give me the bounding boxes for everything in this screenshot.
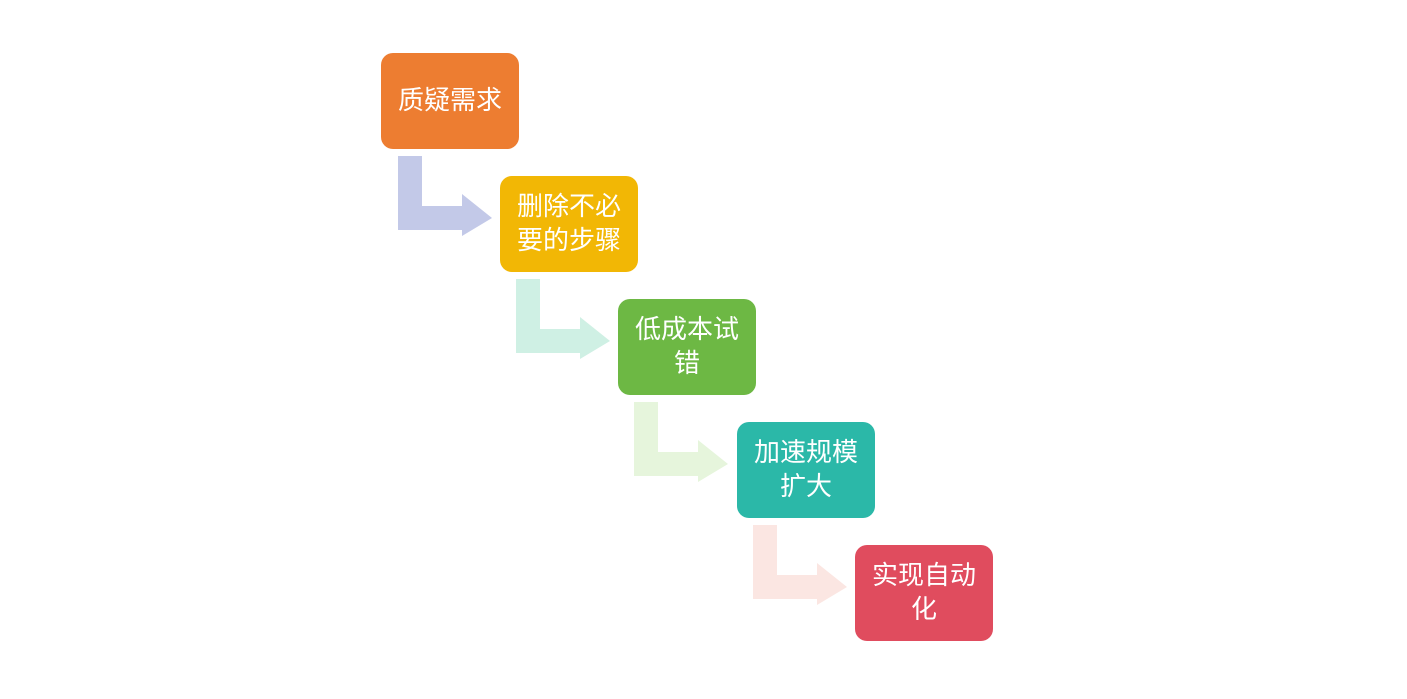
step-5-label: 实现自动化 <box>871 561 976 625</box>
step-3-label: 低成本试错 <box>634 315 739 379</box>
step-4-label: 加速规模扩大 <box>753 438 858 502</box>
step-1-label: 质疑需求 <box>397 86 502 116</box>
step-5-box: 实现自动化 <box>855 545 993 641</box>
step-2-label: 删除不必要的步骤 <box>516 192 621 256</box>
step-arrow-icon <box>398 156 492 236</box>
step-arrow-icon <box>516 279 610 359</box>
step-3-box: 低成本试错 <box>618 299 756 395</box>
step-4-box: 加速规模扩大 <box>737 422 875 518</box>
step-arrow-icon <box>634 402 728 482</box>
step-2-box: 删除不必要的步骤 <box>500 176 638 272</box>
step-1-box: 质疑需求 <box>381 53 519 149</box>
step-arrow-icon <box>753 525 847 605</box>
